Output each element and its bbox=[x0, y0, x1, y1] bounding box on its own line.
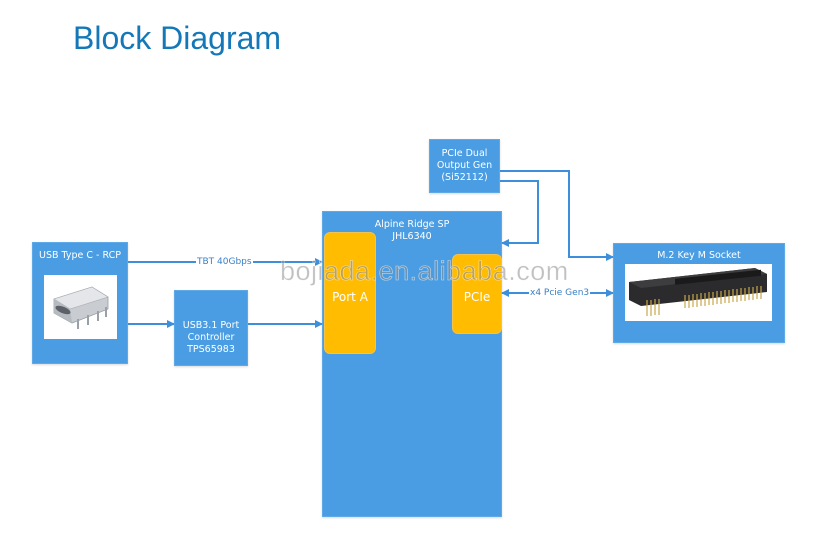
usb31-controller-label-line-3: TPS65983 bbox=[187, 344, 235, 355]
port-a-block: Port A bbox=[324, 232, 376, 354]
pcie-link-label: x4 Pcie Gen3 bbox=[529, 288, 591, 299]
usb-type-c-block: USB Type C - RCP bbox=[32, 242, 128, 364]
pcie-clock-gen-block: PCIe Dual Output Gen (Si52112) bbox=[429, 139, 500, 193]
m2-socket-block: M.2 Key M Socket bbox=[613, 243, 785, 343]
usb-c-connector-icon bbox=[53, 286, 109, 329]
pcie-port-label: PCIe bbox=[463, 290, 491, 304]
alpine-ridge-block: Alpine Ridge SP JHL6340 Port A PCIe bbox=[322, 211, 502, 517]
port-a-label: Port A bbox=[332, 290, 368, 304]
usb31-controller-label-line-2: Controller bbox=[187, 332, 235, 343]
pcie-clock-gen-label-line-2: Output Gen bbox=[436, 160, 493, 171]
tbt-connection-label: TBT 40Gbps bbox=[196, 257, 253, 268]
watermark-text: bojiada.en.alibaba.com bbox=[280, 256, 569, 287]
pcie-clock-gen-label-line-1: PCIe Dual bbox=[441, 148, 488, 159]
alpine-ridge-label-line-1: Alpine Ridge SP bbox=[374, 219, 450, 230]
m2-socket-connector-icon bbox=[629, 268, 767, 316]
m2-key-m-socket-image bbox=[625, 264, 772, 321]
pcie-port-block: PCIe bbox=[452, 254, 502, 334]
pcie-clock-gen-label-line-3: (Si52112) bbox=[441, 172, 488, 183]
arrow-clock-to-m2-socket bbox=[500, 170, 614, 261]
usb31-port-controller-block: USB3.1 Port Controller TPS65983 bbox=[174, 290, 248, 366]
usb-type-c-connector-image bbox=[44, 275, 117, 339]
alpine-ridge-label-line-2: JHL6340 bbox=[392, 231, 432, 242]
usb31-controller-label-line-1: USB3.1 Port bbox=[182, 320, 240, 331]
arrow-clock-to-alpine-ridge bbox=[500, 180, 539, 247]
diagram-title: Block Diagram bbox=[73, 20, 282, 56]
m2-socket-label: M.2 Key M Socket bbox=[657, 250, 741, 261]
usb-type-c-label: USB Type C - RCP bbox=[39, 250, 121, 261]
